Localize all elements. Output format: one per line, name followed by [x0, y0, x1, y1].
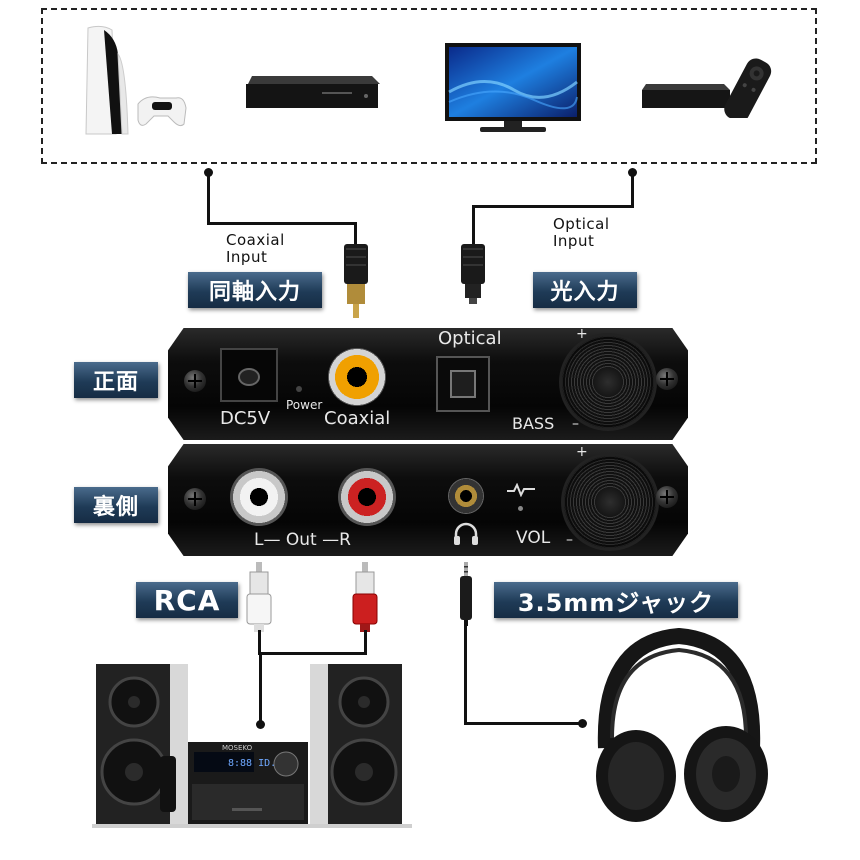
rca-wire-join [258, 652, 367, 655]
coaxial-input-label: Coaxial Input [226, 231, 285, 266]
front-side-badge: 正面 [74, 362, 158, 398]
vol-indicator-dot [518, 506, 523, 511]
stereo-display: 8:88 ID. [228, 758, 277, 769]
blu-ray-player-image [242, 72, 382, 112]
optical-wire-vertical [631, 172, 634, 208]
rca-right-jack [338, 468, 396, 526]
screw-icon [656, 486, 678, 508]
headphones-image [584, 627, 774, 828]
headphone-jack [448, 478, 484, 514]
power-led [296, 386, 302, 392]
jack-wire-right [464, 722, 582, 725]
rca-white-plug-image [244, 562, 274, 632]
optical-input-label: Optical Input [553, 215, 610, 250]
coaxial-label: Coaxial [324, 408, 391, 429]
rca-wire-right [364, 630, 367, 654]
dc-power-jack [220, 348, 278, 402]
bass-plus: + [576, 326, 588, 342]
optical-wire-dot [628, 168, 637, 177]
source-devices-box [41, 8, 817, 164]
volume-knob[interactable] [564, 456, 656, 548]
rca-badge: RCA [136, 582, 238, 618]
coaxial-input-badge: 同軸入力 [188, 272, 322, 308]
rca-wire-dot [256, 720, 265, 729]
mini-jack-plug-image [456, 562, 476, 626]
bass-minus: – [572, 416, 579, 432]
vol-minus: – [566, 532, 573, 548]
optical-plug-image [457, 244, 489, 306]
dc-label: DC5V [220, 408, 271, 429]
coaxial-plug-image [340, 244, 372, 320]
optical-wire-down [472, 205, 475, 247]
headphone-icon [452, 522, 480, 550]
back-panel: L— Out —R VOL – + [168, 444, 688, 556]
jack-wire-down [464, 624, 467, 724]
coaxial-jack [328, 348, 386, 406]
rca-output-label: L— Out —R [254, 530, 351, 550]
rca-left-jack [230, 468, 288, 526]
headphone-jack-badge: 3.5mmジャック [494, 582, 738, 618]
vol-plus: + [576, 444, 588, 460]
optical-input-badge: 光入力 [533, 272, 637, 308]
rca-red-plug-image [350, 562, 380, 632]
optical-label: Optical [438, 328, 502, 349]
coaxial-wire-horizontal [207, 222, 357, 225]
optical-wire-horizontal [472, 205, 634, 208]
screw-icon [184, 370, 206, 392]
bass-knob[interactable] [562, 336, 654, 428]
stereo-brand: MOSEKO [222, 744, 253, 752]
waveform-icon [506, 482, 536, 501]
coaxial-wire-vertical [207, 172, 210, 224]
screw-icon [184, 488, 206, 510]
power-label: Power [286, 398, 323, 412]
back-side-badge: 裏側 [74, 487, 158, 523]
screw-icon [656, 368, 678, 390]
front-panel: DC5V Power Coaxial Optical + BASS – [168, 328, 688, 440]
coaxial-wire-dot [204, 168, 213, 177]
bass-label: BASS [512, 414, 555, 433]
vol-label: VOL [516, 528, 551, 548]
streaming-box-image [640, 58, 786, 122]
rca-wire-down [259, 652, 262, 724]
coaxial-wire-down [354, 222, 357, 246]
television-image [444, 42, 582, 134]
optical-port [436, 356, 490, 412]
game-console-image [80, 24, 190, 139]
stereo-system-image [92, 660, 412, 830]
jack-wire-dot [578, 719, 587, 728]
rca-wire-left [258, 630, 261, 654]
